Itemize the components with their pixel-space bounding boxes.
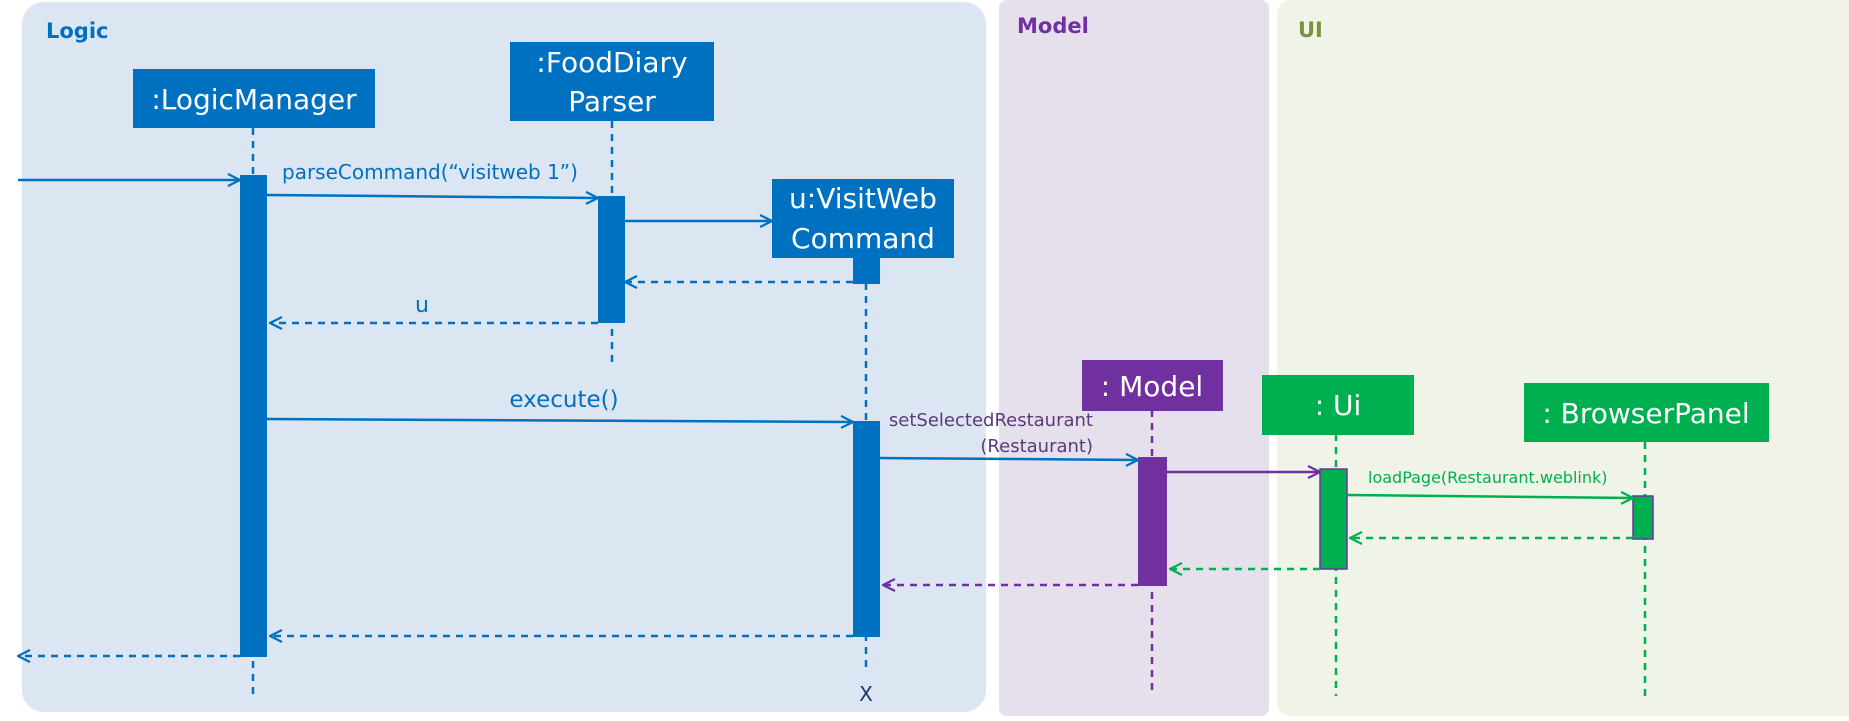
load-page-arrow <box>1346 495 1633 498</box>
set-selected-restaurant-arrow <box>879 458 1138 460</box>
browser-panel-activation <box>1632 495 1654 540</box>
logic-manager-label: :LogicManager <box>151 83 357 116</box>
load-page-label: loadPage(Restaurant.weblink) <box>1368 468 1607 487</box>
logic-manager-activation <box>240 175 267 657</box>
command-label-line1: u:VisitWeb <box>789 182 937 215</box>
execute-arrow <box>266 419 853 422</box>
command-activation-execute <box>853 421 880 637</box>
command-label-line2: Command <box>791 222 935 255</box>
set-selected-label-line2: (Restaurant) <box>980 436 1093 457</box>
parse-command-label: parseCommand(“visitweb 1”) <box>282 160 578 184</box>
set-selected-label-line1: setSelectedRestaurant <box>889 410 1093 431</box>
ui-activation <box>1319 468 1348 570</box>
parser-box <box>510 42 714 121</box>
destroy-mark: X <box>859 682 873 706</box>
ui-frame-label: UI <box>1298 18 1323 42</box>
model-label: : Model <box>1101 370 1203 403</box>
ui-frame <box>1277 0 1849 716</box>
return-u-label: u <box>415 293 429 318</box>
command-activation-create <box>853 254 880 284</box>
browser-panel-box <box>1524 383 1769 442</box>
command-box <box>772 179 954 258</box>
browser-panel-label: : BrowserPanel <box>1542 397 1749 430</box>
model-frame <box>999 0 1269 716</box>
logic-manager-box <box>133 69 375 128</box>
ui-box <box>1262 375 1414 435</box>
parser-label-line2: Parser <box>568 85 656 118</box>
execute-label: execute() <box>509 387 618 413</box>
parser-label-line1: :FoodDiary <box>536 46 687 79</box>
ui-label: : Ui <box>1315 389 1362 422</box>
logic-frame-label: Logic <box>46 19 109 43</box>
parse-command-arrow <box>266 195 598 198</box>
model-activation <box>1138 457 1167 586</box>
model-frame-label: Model <box>1017 14 1089 38</box>
parser-activation <box>598 196 625 323</box>
model-box <box>1082 360 1223 411</box>
